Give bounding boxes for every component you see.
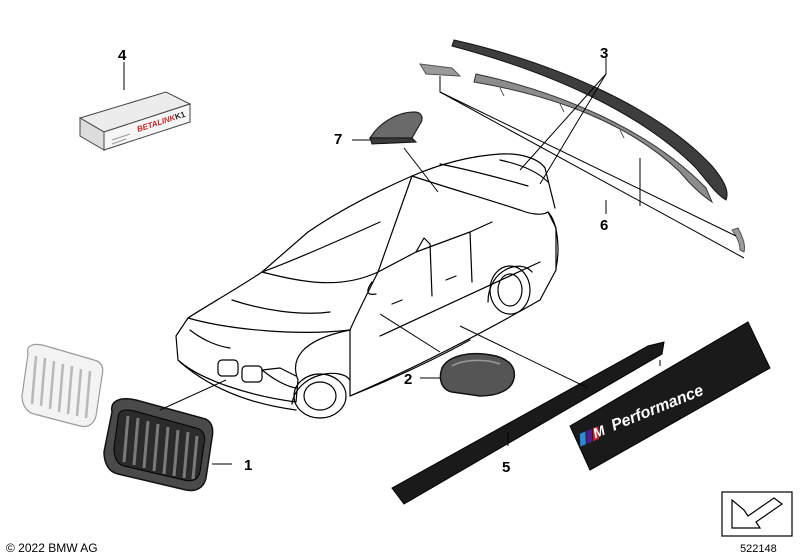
adhesive-kit-box[interactable]: BETALINK K1 <box>78 91 192 151</box>
m-logo-stripes <box>579 426 599 447</box>
callout-4: 4 <box>118 47 127 64</box>
callout-1: 1 <box>244 457 252 474</box>
document-number: 522148 <box>740 543 777 555</box>
navigation-arrow-box[interactable] <box>721 491 793 537</box>
arrow-icon <box>731 497 784 529</box>
m-performance-decal[interactable]: M Performance <box>569 321 771 471</box>
callout-7: 7 <box>334 131 342 148</box>
shark-fin-antenna[interactable] <box>368 111 423 145</box>
callout-6: 6 <box>600 217 608 234</box>
callout-5: 5 <box>502 459 510 476</box>
callout-3: 3 <box>600 45 608 62</box>
callout-2: 2 <box>404 371 412 388</box>
copyright-text: © 2022 BMW AG <box>6 541 98 555</box>
kidney-grille-black[interactable] <box>103 398 214 492</box>
leader-lines <box>123 58 745 465</box>
car-outline <box>175 153 559 419</box>
kit-code-label: K1 <box>174 110 187 122</box>
roof-trim-strips[interactable] <box>419 39 745 253</box>
mirror-cap[interactable] <box>439 352 516 397</box>
kidney-grille-chrome <box>21 343 104 428</box>
